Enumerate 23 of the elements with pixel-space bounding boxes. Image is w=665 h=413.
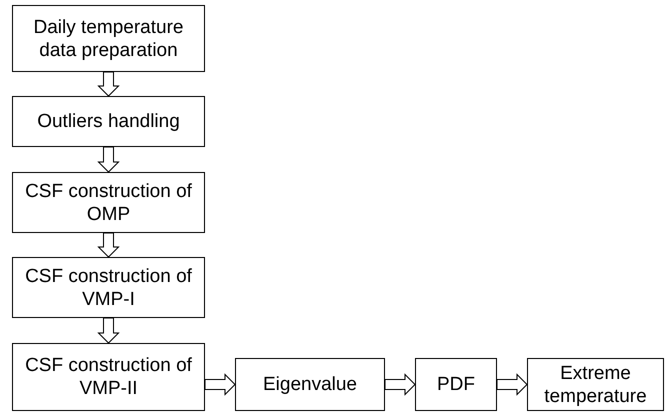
box-label: CSF construction of VMP-II	[24, 354, 193, 400]
box-label: PDF	[437, 373, 475, 396]
block-arrow	[97, 72, 120, 97]
process-box	[12, 343, 205, 411]
block-arrow	[97, 318, 120, 344]
block-arrow	[97, 232, 120, 258]
process-box	[12, 5, 205, 72]
process-box	[235, 358, 385, 411]
block-arrow	[496, 373, 528, 396]
box-label: Eigenvalue	[262, 373, 358, 396]
block-arrow	[97, 146, 120, 173]
process-box	[415, 358, 497, 411]
box-label: CSF construction of VMP-I	[24, 264, 193, 310]
box-label: CSF construction of OMP	[24, 180, 193, 226]
process-box	[12, 96, 205, 147]
block-arrow	[384, 373, 416, 396]
process-box	[527, 358, 664, 411]
process-box	[12, 257, 205, 318]
box-label: Extreme temperature	[543, 362, 648, 408]
box-label: Outliers handling	[37, 110, 180, 133]
process-box	[12, 172, 205, 233]
box-label: Daily temperature data preparation	[32, 16, 184, 62]
block-arrow	[204, 373, 236, 396]
